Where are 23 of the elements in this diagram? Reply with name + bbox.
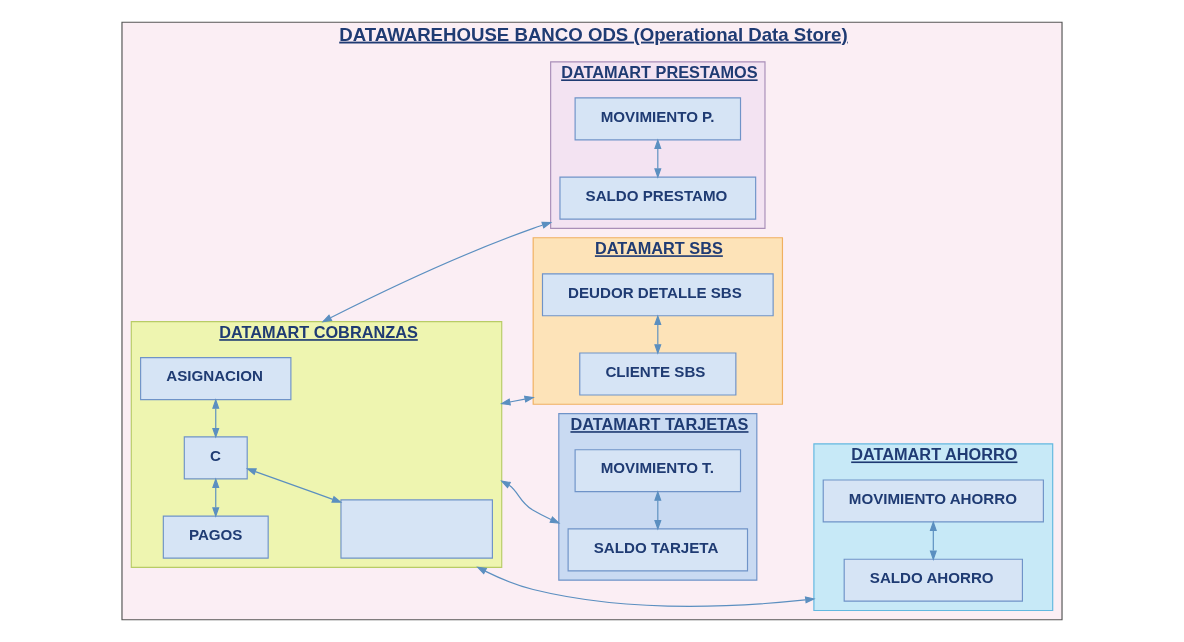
- arrow: [654, 138, 662, 179]
- arrow: [500, 395, 535, 406]
- node-box: SALDO AHORRO: [843, 558, 1023, 602]
- node-box: MOVIMIENTO T.: [574, 449, 742, 493]
- node-box: SALDO PRESTAMO: [559, 176, 757, 220]
- arrow: [212, 477, 220, 518]
- arrow: [212, 398, 220, 439]
- node-box: DEUDOR DETALLE SBS: [541, 273, 774, 317]
- node-box: ASIGNACION: [140, 357, 292, 401]
- arrow: [245, 468, 343, 503]
- arrow: [929, 520, 937, 561]
- node-box: MOVIMIENTO P.: [574, 97, 742, 141]
- node-box: PAGOS: [162, 515, 269, 559]
- node-box: CLIENTE SBS: [579, 352, 737, 396]
- node-box: C: [183, 436, 248, 480]
- arrow: [500, 480, 561, 524]
- arrow: [654, 314, 662, 355]
- node-box: MOVIMIENTO AHORRO: [822, 479, 1044, 523]
- arrow: [476, 566, 816, 607]
- node-box: SALDO TARJETA: [567, 528, 749, 572]
- arrow: [654, 490, 662, 531]
- arrow: [321, 221, 553, 323]
- node-box: [340, 499, 493, 559]
